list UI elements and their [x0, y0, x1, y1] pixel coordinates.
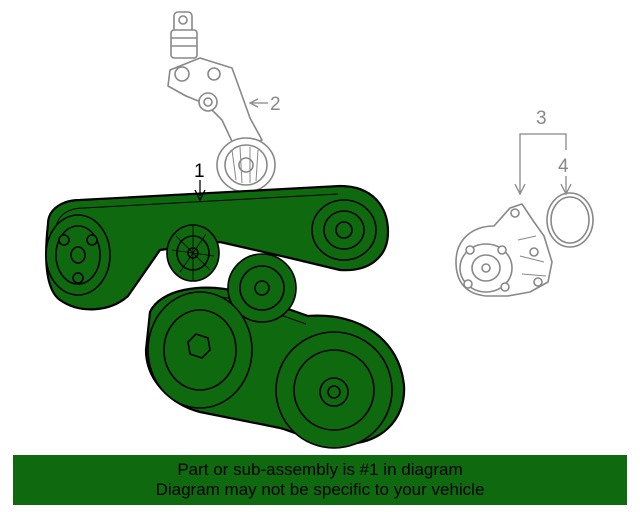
callout-4: 4 [558, 156, 572, 196]
banner-line-1: Part or sub-assembly is #1 in diagram [177, 460, 463, 479]
callout-2: 2 [248, 94, 281, 115]
callout-3: 3 [514, 108, 567, 196]
belt-pulleys [45, 199, 393, 449]
svg-text:2: 2 [270, 94, 281, 115]
info-banner: Part or sub-assembly is #1 in diagram Di… [13, 455, 627, 505]
tensioner-assembly [167, 11, 276, 193]
callout-1: 1 [194, 161, 206, 202]
svg-text:1: 1 [194, 161, 205, 182]
water-pump [455, 203, 553, 297]
svg-text:3: 3 [536, 108, 547, 129]
svg-text:4: 4 [558, 156, 569, 177]
parts-diagram: 1 2 3 4 [45, 11, 594, 449]
gasket-ring [546, 192, 594, 248]
banner-line-2: Diagram may not be specific to your vehi… [155, 480, 485, 499]
